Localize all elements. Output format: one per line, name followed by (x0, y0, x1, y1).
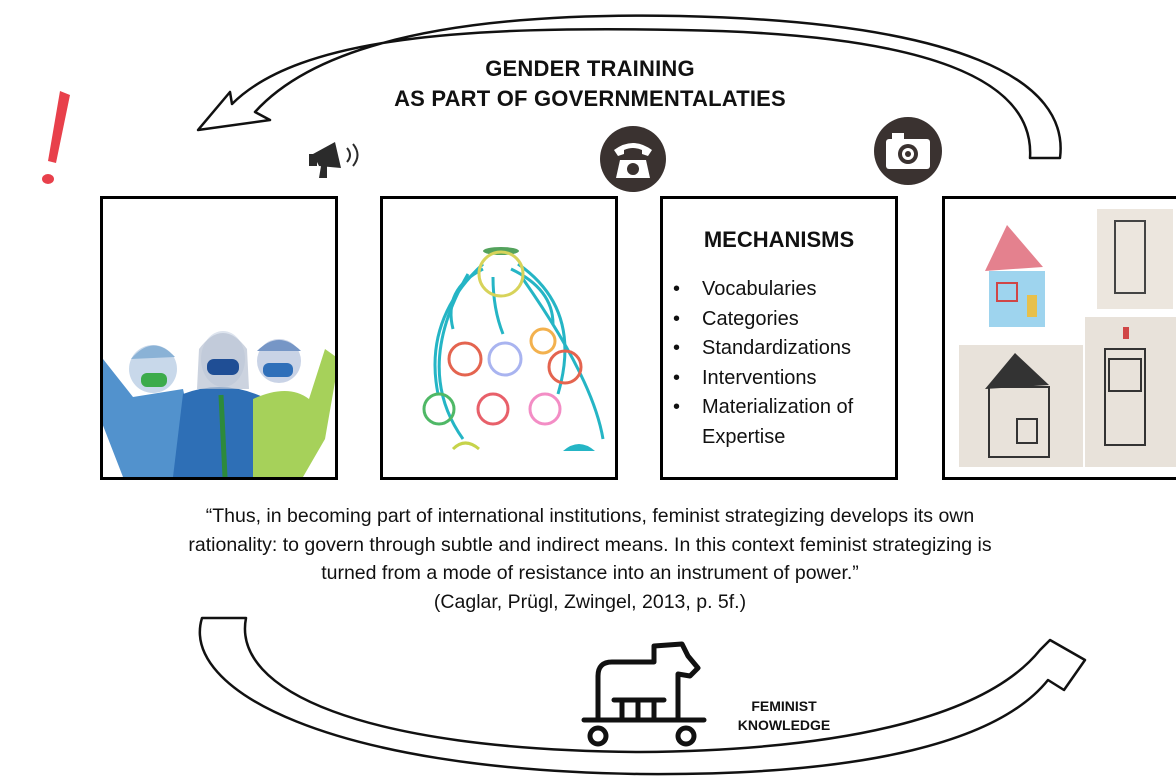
quote-line-2: rationality: to govern through subtle an… (188, 533, 992, 556)
bottom-arc-arrow (198, 616, 1087, 776)
mechanism-item: •Materialization of Expertise (673, 396, 854, 448)
mechanism-item: •Categories (673, 307, 799, 330)
feminist-knowledge-label: FEMINIST KNOWLEDGE (724, 697, 844, 735)
panel-houses-illustration (942, 196, 1176, 480)
mechanism-item: •Standardizations (673, 337, 851, 359)
quote-line-1: “Thus, in becoming part of international… (205, 505, 975, 527)
mechanisms-panel: MECHANISMS •Vocabularies •Categories •St… (660, 196, 898, 480)
houses-drawing (959, 209, 1176, 467)
quote-block: “Thus, in becoming part of international… (110, 502, 1070, 616)
title-line-2: AS PART OF GOVERNMENTALATIES (394, 86, 786, 111)
people-drawing (83, 331, 339, 478)
panel-network-illustration (380, 196, 618, 480)
mechanisms-list: •Vocabularies •Categories •Standardizati… (669, 275, 892, 452)
exclamation-icon (42, 91, 70, 184)
feminist-knowledge-line-2: KNOWLEDGE (737, 717, 831, 733)
top-arc-arrow (196, 14, 1062, 160)
camera-icon (874, 117, 942, 185)
feminist-knowledge-line-1: FEMINIST (751, 698, 817, 714)
quote-citation: (Caglar, Prügl, Zwingel, 2013, p. 5f.) (433, 590, 747, 613)
mechanism-item: •Vocabularies (673, 278, 817, 300)
telephone-icon (600, 126, 666, 192)
title-line-1: GENDER TRAINING (485, 56, 695, 81)
diagram-title: GENDER TRAINING AS PART OF GOVERNMENTALA… (330, 54, 850, 114)
mechanisms-heading: MECHANISMS (703, 227, 855, 252)
megaphone-icon (309, 142, 359, 178)
panel-people-illustration (83, 196, 339, 480)
trojan-horse-icon (581, 641, 707, 747)
faces-network-drawing (422, 247, 605, 451)
mechanism-item: •Interventions (673, 366, 817, 389)
quote-line-3: turned from a mode of resistance into an… (321, 562, 859, 584)
